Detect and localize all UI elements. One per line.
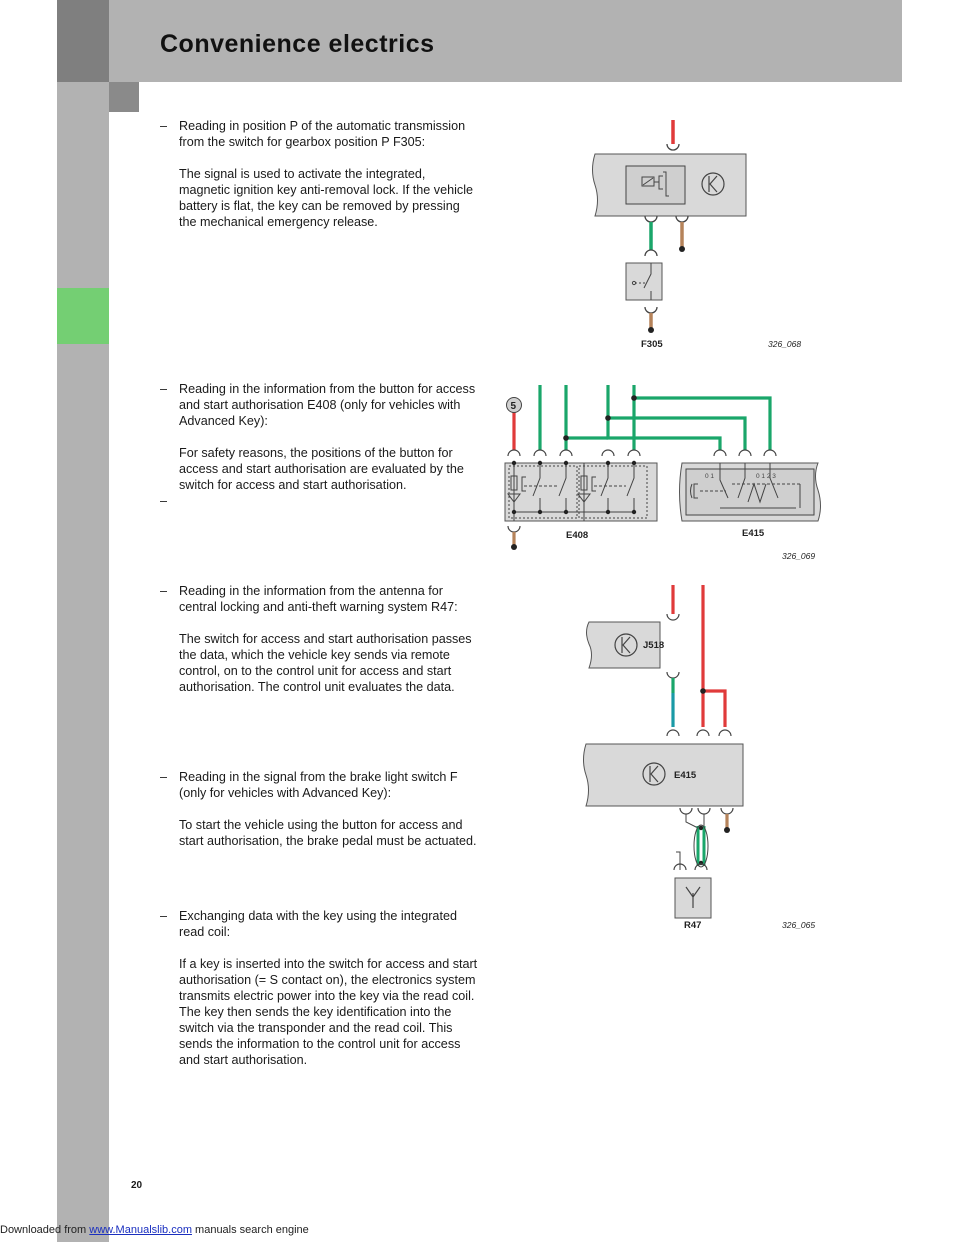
- paragraph-gearbox-position: –Reading in position P of the automatic …: [160, 118, 480, 230]
- list-dash: –: [160, 382, 168, 396]
- paragraph-lead: Reading in the information from the ante…: [179, 584, 458, 614]
- list-dash-trailing: –: [160, 494, 168, 508]
- list-dash: –: [160, 770, 168, 784]
- left-margin-strip: [57, 0, 109, 1242]
- marker-5: 5: [511, 401, 517, 412]
- page-number: 20: [131, 1180, 143, 1191]
- paragraph-lead: Reading in position P of the automatic t…: [179, 119, 466, 149]
- paragraph-antenna: –Reading in the information from the ant…: [160, 583, 480, 695]
- header-corner-square: [109, 82, 139, 112]
- diagram-gearbox-switch: F305 326_068: [592, 120, 801, 350]
- paragraph-lead: Reading in the signal from the brake lig…: [179, 770, 458, 800]
- paragraph-body: To start the vehicle using the button fo…: [179, 818, 477, 848]
- switch-position-marks-1: 0 1: [705, 473, 714, 480]
- paragraph-body: If a key is inserted into the switch for…: [179, 957, 478, 1067]
- left-strip-dark-block: [57, 0, 109, 82]
- paragraph-lead: Exchanging data with the key using the i…: [179, 909, 457, 939]
- switch-label-e415: E415: [674, 770, 697, 781]
- footer-link[interactable]: www.Manualslib.com: [89, 1224, 192, 1236]
- paragraph-body: For safety reasons, the positions of the…: [179, 446, 464, 492]
- paragraph-body: The signal is used to activate the integ…: [179, 167, 473, 229]
- page-title: Convenience electrics: [160, 30, 435, 58]
- paragraph-start-button: –Reading in the information from the but…: [160, 381, 480, 509]
- component-label-f305: F305: [641, 339, 663, 350]
- footer-prefix: Downloaded from: [0, 1224, 90, 1236]
- figure-id-326-069: 326_069: [782, 551, 815, 561]
- list-dash: –: [160, 119, 168, 133]
- component-label-e408: E408: [566, 530, 588, 541]
- antenna-label-r47: R47: [684, 920, 701, 930]
- control-unit-label-j518: J518: [643, 640, 664, 651]
- chapter-tab-green: [57, 288, 109, 344]
- header-bar: [109, 0, 902, 82]
- diagram-antenna-j518: J518 E415 R47 326_065: [583, 585, 815, 930]
- footer-download-note: Downloaded from www.Manualslib.com manua…: [0, 1224, 309, 1236]
- diagram-start-button: 5 E408 0 1 0 1 2: [504, 385, 821, 561]
- footer-suffix: manuals search engine: [191, 1224, 309, 1236]
- list-dash: –: [160, 909, 168, 923]
- paragraph-lead: Reading in the information from the butt…: [179, 382, 476, 428]
- switch-position-marks-2: 0 1 2 3: [756, 473, 776, 480]
- paragraph-read-coil: –Exchanging data with the key using the …: [160, 908, 480, 1068]
- list-dash: –: [160, 584, 168, 598]
- component-label-e415: E415: [742, 528, 765, 539]
- figure-id-326-068: 326_068: [768, 339, 801, 349]
- paragraph-brake-light: –Reading in the signal from the brake li…: [160, 769, 480, 849]
- paragraph-body: The switch for access and start authoris…: [179, 632, 472, 694]
- figure-id-326-065: 326_065: [782, 920, 815, 930]
